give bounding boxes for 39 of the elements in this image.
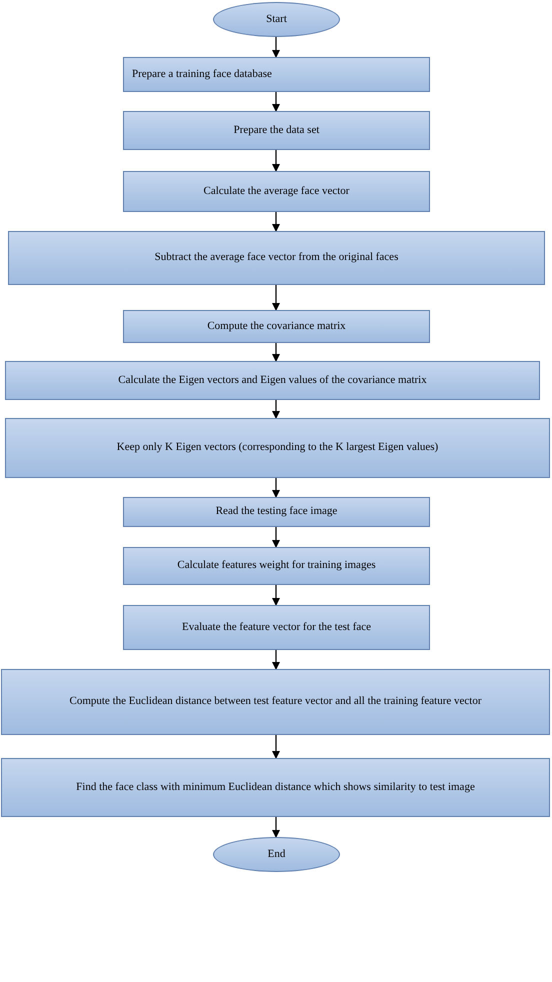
arrow (272, 212, 280, 232)
step-text: Find the face class with minimum Euclidean distance which shows similarity to test image (76, 780, 475, 794)
process-box (123, 171, 430, 212)
step-text: Calculate the average face vector (204, 184, 350, 198)
arrow (272, 817, 280, 838)
process-box (5, 361, 540, 400)
step-text: Compute the Euclidean distance between test feature vector and all the training feature vector (69, 695, 482, 709)
arrow (272, 92, 280, 112)
arrow (272, 650, 280, 670)
arrow (272, 37, 280, 58)
arrow (272, 585, 280, 606)
step-text: Calculate features weight for training images (177, 559, 376, 573)
process-box (123, 57, 430, 92)
process-box (123, 605, 430, 650)
arrow (272, 285, 280, 311)
process-box (8, 231, 545, 285)
process-box (1, 669, 550, 735)
arrow (272, 343, 280, 362)
step-text: Read the testing face image (216, 505, 338, 519)
process-box (1, 758, 550, 817)
step-text: Prepare a training face database (132, 68, 272, 82)
arrow (272, 150, 280, 172)
step-text: End (268, 848, 286, 862)
step-text: Calculate the Eigen vectors and Eigen values of the covariance matrix (118, 374, 427, 388)
step-text: Subtract the average face vector from the original faces (154, 251, 398, 265)
process-box (123, 111, 430, 150)
arrow (272, 527, 280, 548)
step-text: Keep only K Eigen vectors (corresponding to the K largest Eigen values) (116, 441, 438, 455)
process-box (123, 547, 430, 585)
process-box (5, 418, 550, 478)
process-box (123, 310, 430, 343)
arrow (272, 400, 280, 419)
step-text: Prepare the data set (234, 124, 320, 138)
step-text: Compute the covariance matrix (207, 320, 346, 334)
arrow (272, 478, 280, 498)
process-box (123, 497, 430, 527)
step-text: Evaluate the feature vector for the test face (182, 620, 372, 634)
step-text: Start (266, 12, 287, 26)
arrow (272, 735, 280, 759)
